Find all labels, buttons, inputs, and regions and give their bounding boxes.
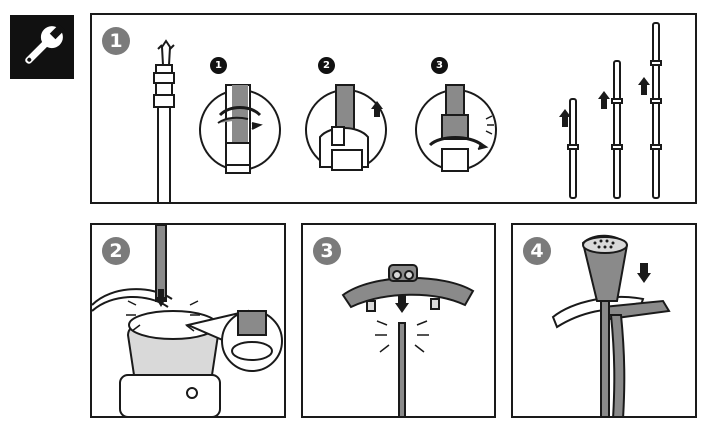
pole <box>398 322 406 416</box>
extending-poles <box>567 22 662 199</box>
wrench-icon <box>25 24 65 64</box>
step-number-badge: 2 <box>102 237 130 265</box>
step-number-badge: 1 <box>102 27 130 55</box>
socket-detail <box>184 309 283 372</box>
detail-circle-1 <box>199 84 281 174</box>
hanger <box>341 264 475 312</box>
click-lines <box>375 320 429 353</box>
step-4-panel: 4 <box>511 223 697 418</box>
pole-with-clips <box>153 39 175 202</box>
tool-tile <box>10 15 74 79</box>
substep-badge-1: 1 <box>210 57 227 74</box>
step-2-panel: 2 <box>90 223 286 418</box>
step-number-badge: 3 <box>313 237 341 265</box>
detail-circle-2 <box>305 84 387 171</box>
step-3-panel: 3 <box>301 223 496 418</box>
up-arrows <box>559 77 650 127</box>
steam-holes <box>593 239 615 249</box>
substep-badge-2: 2 <box>318 57 335 74</box>
step-1-panel: 1 1 2 3 <box>90 13 697 204</box>
substep-badge-3: 3 <box>431 57 448 74</box>
detail-circle-3 <box>415 84 497 172</box>
step-number-badge: 4 <box>523 237 551 265</box>
hanger-with-head <box>551 234 671 416</box>
click-lines <box>126 300 200 332</box>
